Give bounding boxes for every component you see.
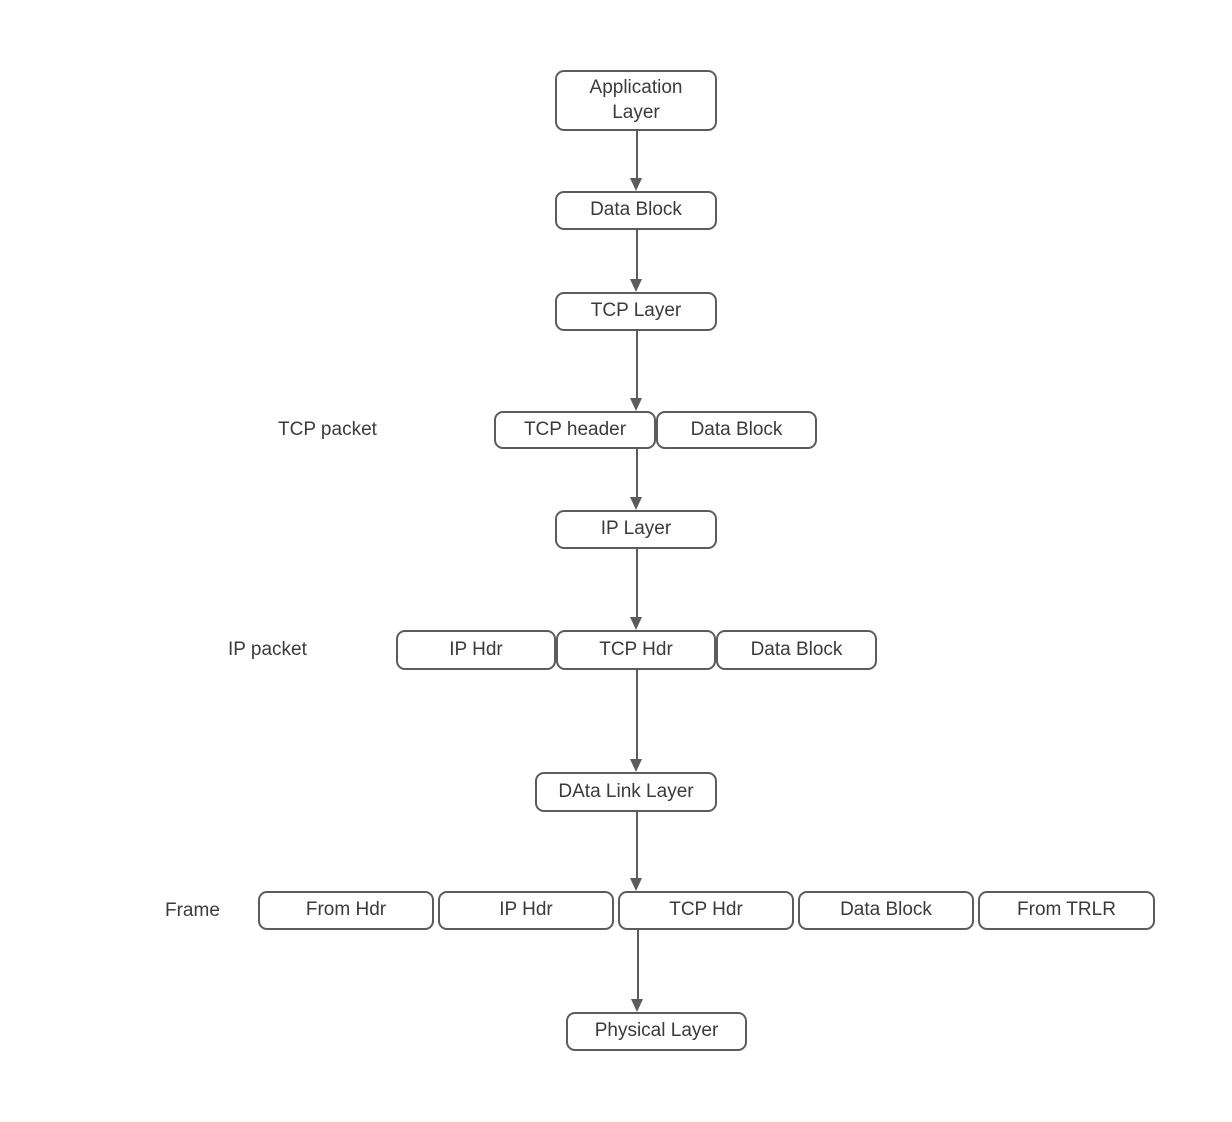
arrow-line <box>635 812 638 881</box>
arrow-line <box>635 449 638 500</box>
cell-tcp-hdr: TCP Hdr <box>556 630 716 670</box>
node-data-link-layer: DAta Link Layer <box>535 772 717 812</box>
cell-label: Data Block <box>750 638 843 660</box>
label-ip-packet: IP packet <box>228 639 307 660</box>
node-application-layer: Application Layer <box>555 70 717 131</box>
arrow-datablock-to-tcplayer <box>630 230 643 292</box>
node-label: TCP Layer <box>590 300 682 322</box>
cell-data-block: Data Block <box>656 411 817 449</box>
arrow-line <box>635 670 638 762</box>
cell-tcp-header: TCP header <box>494 411 656 449</box>
arrow-line <box>635 549 638 620</box>
label-tcp-packet: TCP packet <box>278 419 377 440</box>
cell-data-block: Data Block <box>798 891 974 930</box>
cell-label: From TRLR <box>1017 899 1116 921</box>
cell-tcp-hdr: TCP Hdr <box>618 891 794 930</box>
cell-ip-hdr: IP Hdr <box>438 891 614 930</box>
arrowhead-down-icon <box>630 178 642 191</box>
arrowhead-down-icon <box>630 497 642 510</box>
arrow-datalink-to-frame <box>630 812 643 891</box>
cell-label: Data Block <box>690 418 783 440</box>
cell-label: TCP header <box>523 418 627 440</box>
node-data-block-top: Data Block <box>555 191 717 230</box>
node-label: Data Block <box>590 199 682 221</box>
arrowhead-down-icon <box>630 759 642 772</box>
arrow-line <box>636 930 639 1002</box>
arrow-ippacket-to-datalink <box>630 670 643 772</box>
arrow-tcplayer-to-tcppacket <box>630 331 643 411</box>
arrowhead-down-icon <box>630 617 642 630</box>
arrowhead-down-icon <box>631 999 643 1012</box>
arrow-line <box>635 230 638 282</box>
node-tcp-layer: TCP Layer <box>555 292 717 331</box>
node-physical-layer: Physical Layer <box>566 1012 747 1051</box>
node-label: IP Layer <box>600 518 672 540</box>
cell-label: IP Hdr <box>499 899 553 921</box>
cell-label: TCP Hdr <box>669 899 743 921</box>
cell-label: IP Hdr <box>449 638 503 660</box>
arrowhead-down-icon <box>630 279 642 292</box>
cell-from-hdr: From Hdr <box>258 891 434 930</box>
node-label: Physical Layer <box>594 1020 719 1042</box>
arrow-frame-to-physical <box>631 930 644 1012</box>
cell-label: TCP Hdr <box>599 638 673 660</box>
arrow-line <box>635 131 638 181</box>
arrowhead-down-icon <box>630 398 642 411</box>
arrow-tcppacket-to-iplayer <box>630 449 643 510</box>
cell-ip-hdr: IP Hdr <box>396 630 556 670</box>
cell-from-trlr: From TRLR <box>978 891 1155 930</box>
node-label: DAta Link Layer <box>558 780 694 802</box>
node-ip-layer: IP Layer <box>555 510 717 549</box>
cell-label: Data Block <box>840 899 932 921</box>
label-frame: Frame <box>165 899 220 921</box>
arrow-iplayer-to-ippacket <box>630 549 643 630</box>
arrowhead-down-icon <box>630 878 642 891</box>
node-label: Application Layer <box>589 76 683 123</box>
cell-label: From Hdr <box>305 899 387 921</box>
arrow-line <box>635 331 638 401</box>
arrow-application-to-datablock <box>630 131 643 191</box>
cell-data-block: Data Block <box>716 630 877 670</box>
